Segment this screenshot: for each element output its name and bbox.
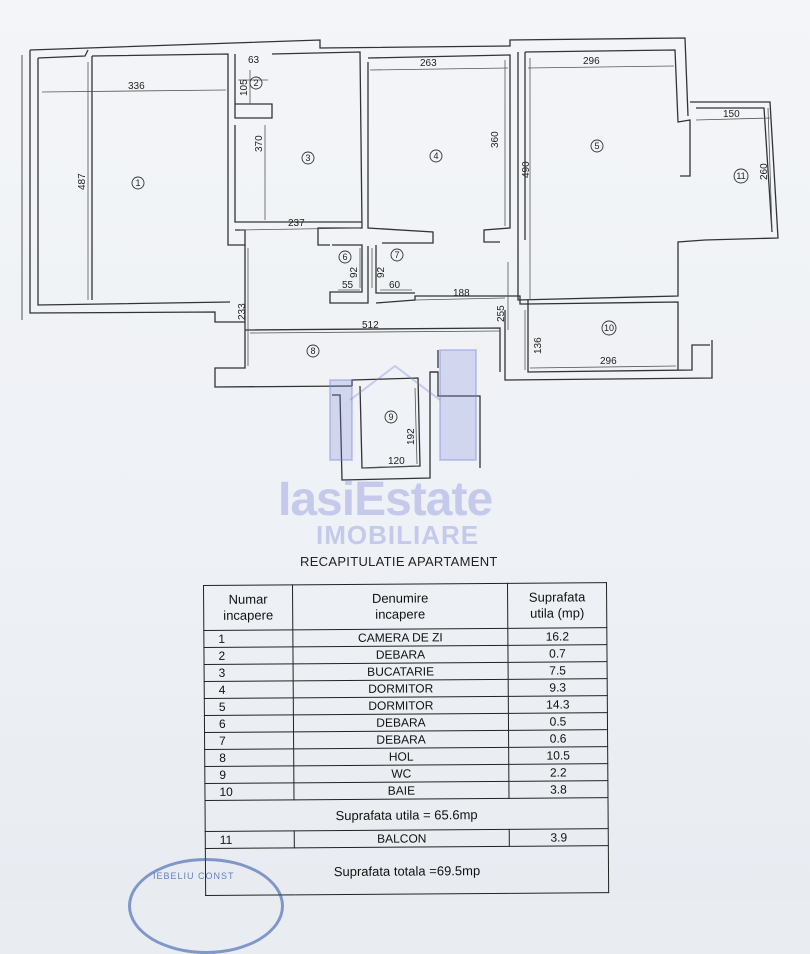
room-number-cell: 5 [204,697,294,716]
dim-label: 60 [389,280,401,291]
watermark-brand: IasiEstate [278,473,493,526]
room-area-cell: 10.5 [508,746,608,765]
room-name-cell: DORMITOR [293,696,509,715]
summary-title: RECAPITULATIE APARTAMENT [300,554,498,569]
dim-label: 370 [254,135,265,152]
dim-label: 296 [600,356,617,367]
room-number: 2 [253,78,258,88]
dim-label: 260 [759,163,770,180]
floor-plan-drawing: 336 487 63 105 370 237 263 360 296 490 1… [21,37,779,481]
room-area-cell: 3.9 [509,828,609,847]
room-number: 9 [388,412,393,422]
room-number: 8 [310,346,315,356]
room-number: 10 [604,323,614,333]
room-area-cell: 9.3 [508,678,608,697]
watermark-logo-icon [329,349,477,461]
dim-label: 490 [521,161,532,178]
room-number-cell: 2 [203,646,294,665]
dim-label: 92 [349,266,360,278]
dim-label: 55 [342,280,354,291]
room-number-cell: 1 [203,629,293,648]
summary-table: Numar incapere Denumire incapere Suprafa… [203,582,609,896]
room-area-cell: 2.2 [508,763,608,782]
room-number: 11 [736,171,745,181]
dim-label: 263 [420,58,437,69]
room-name-cell: HOL [293,747,509,766]
room-number-cell: 4 [204,680,294,699]
dim-label: 92 [376,266,387,278]
room-number-cell: 7 [204,731,294,750]
header-room-name: Denumire incapere [292,583,508,630]
dim-label: 150 [723,109,740,120]
room-name-cell: DEBARA [293,713,509,732]
room-number-cell: 8 [204,748,294,767]
room-name-cell: DEBARA [293,730,509,749]
header-useful-area: Suprafata utila (mp) [507,582,607,629]
room-name-cell: BAIE [293,781,509,800]
room-number-cell: 3 [204,663,294,682]
room-area-cell: 7.5 [508,661,608,680]
room-number: 6 [342,252,347,262]
room-name-cell: BUCATARIE [293,662,509,681]
room-number: 1 [135,178,140,188]
header-room-number: Numar incapere [203,584,293,631]
room-number: 7 [394,250,399,260]
room-number: 4 [433,151,438,161]
dim-label: 63 [248,55,260,66]
dim-label: 296 [583,56,600,67]
room-area-cell: 14.3 [508,695,608,714]
dim-label: 336 [128,81,145,92]
dim-label: 105 [239,79,250,96]
dim-label: 360 [490,131,501,148]
dim-label: 512 [362,320,379,331]
room-area-cell: 16.2 [507,627,607,646]
dim-label: 233 [237,303,248,320]
watermark-subtitle: IMOBILIARE [316,520,480,550]
room-number-cell: 9 [204,765,294,784]
room-area-cell: 0.5 [508,712,608,731]
dim-label: 487 [77,173,88,190]
dim-label: 192 [406,428,417,445]
stamp-text: IEBELIU CONST [153,871,235,881]
dim-label: 255 [496,305,507,322]
dim-label: 188 [453,288,470,299]
dim-label: 237 [288,218,305,229]
room-number-cell: 6 [204,714,294,733]
useful-total-row: Suprafata utila = 65.6mp [205,797,609,832]
useful-total: Suprafata utila = 65.6mp [205,797,609,832]
room-number-cell: 11 [205,830,295,849]
table-header-row: Numar incapere Denumire incapere Suprafa… [203,582,607,631]
room-name-cell: CAMERA DE ZI [292,628,508,647]
room-name-cell: BALCON [294,829,510,848]
room-number: 5 [594,141,599,151]
stamp-seal: IEBELIU CONST [128,858,284,954]
dim-label: 120 [388,456,405,467]
room-area-cell: 0.6 [508,729,608,748]
room-name-cell: WC [293,764,509,783]
room-area-cell: 3.8 [508,780,608,799]
room-area-cell: 0.7 [507,644,608,663]
room-number-cell: 10 [204,782,295,801]
room-name-cell: DORMITOR [293,679,509,698]
dim-label: 136 [533,337,544,354]
room-number: 3 [305,153,310,163]
room-name-cell: DEBARA [292,645,509,664]
